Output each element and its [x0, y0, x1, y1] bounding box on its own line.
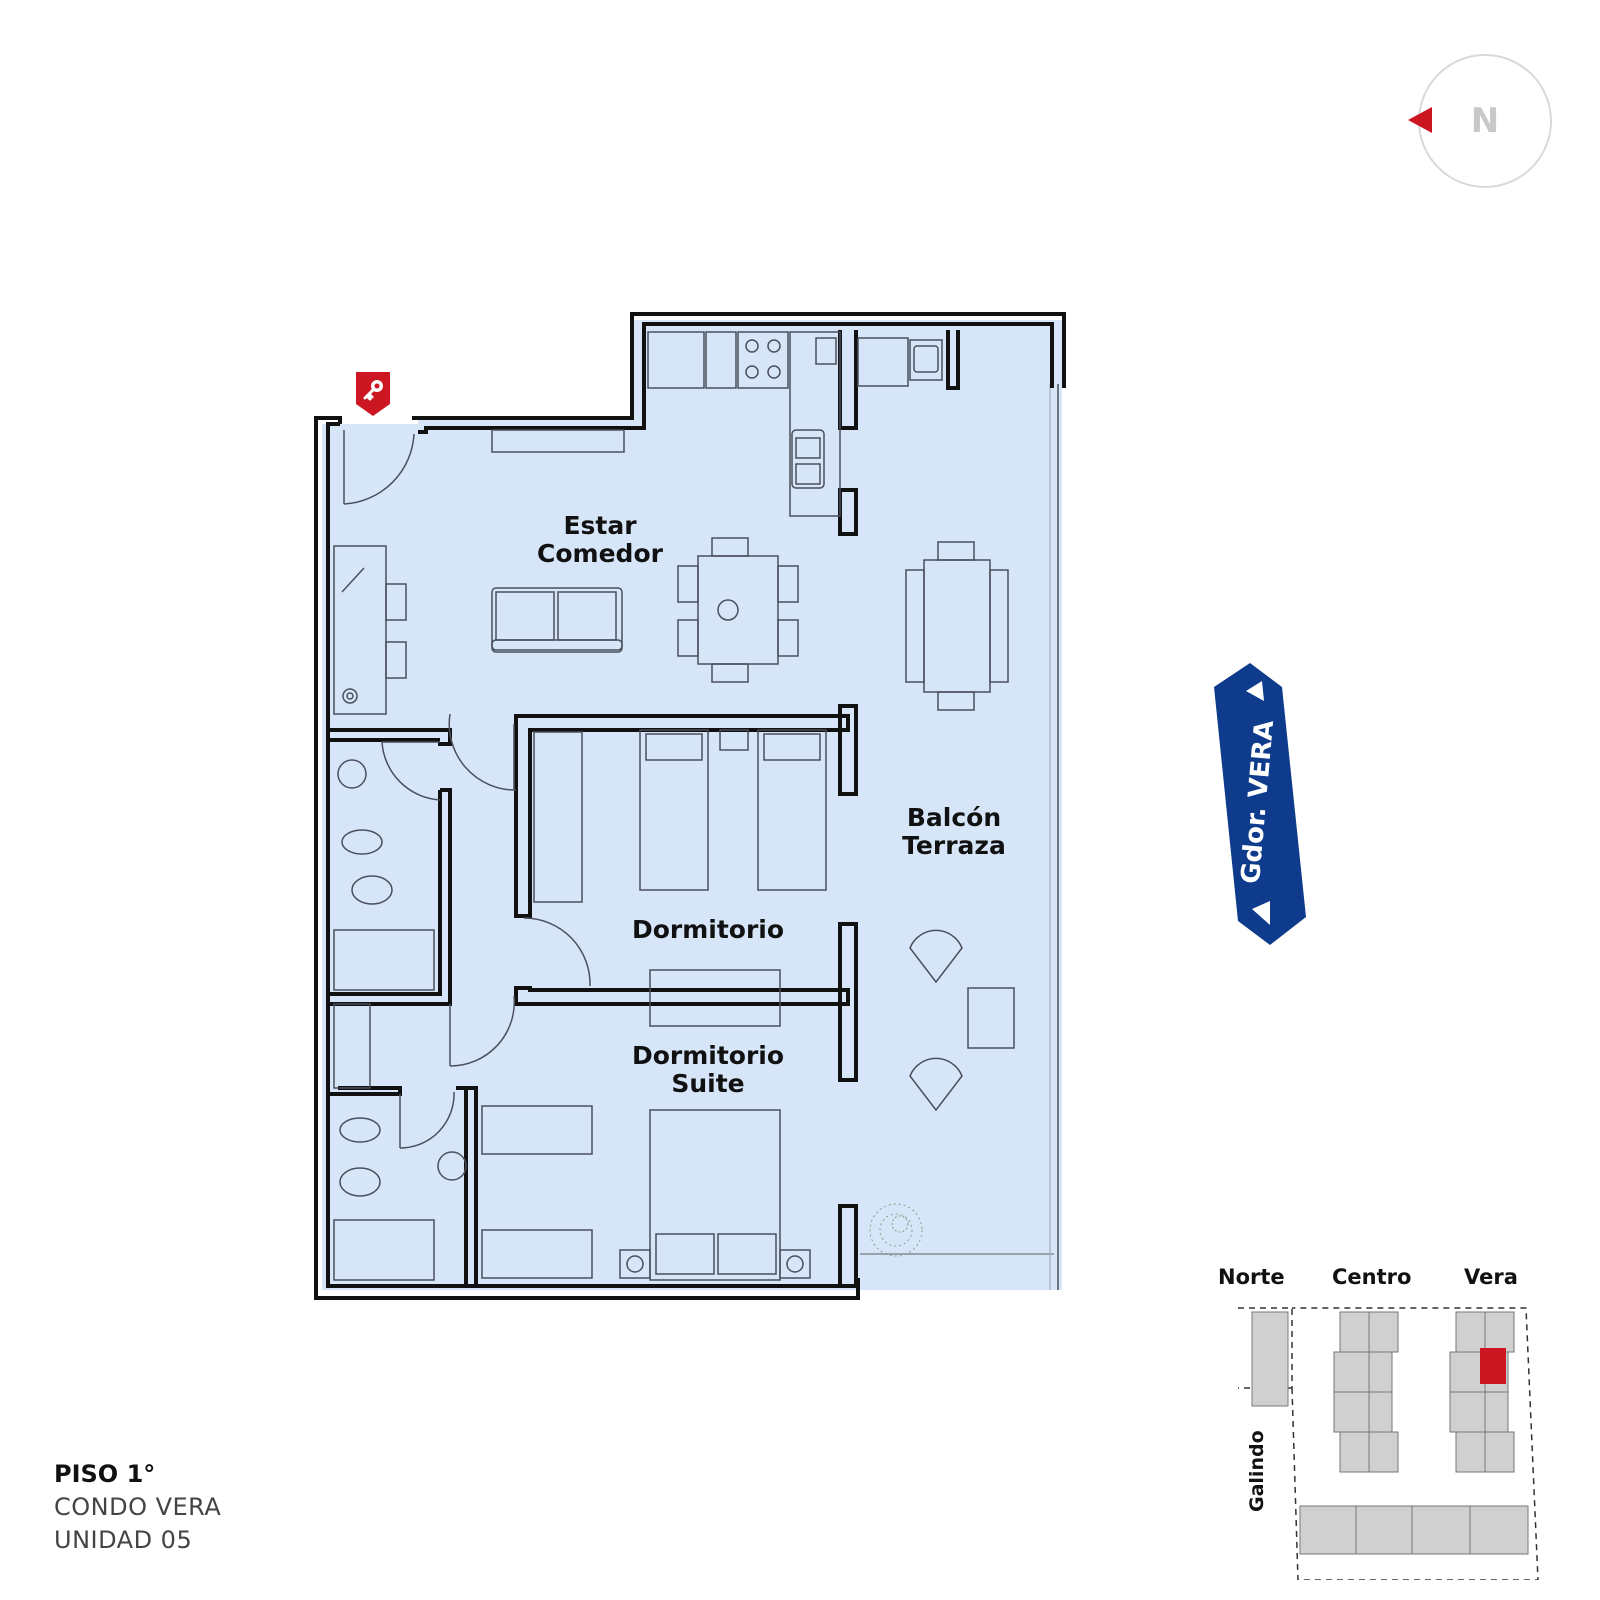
- fixtures: [333, 331, 1015, 1281]
- interior-doors: [381, 713, 591, 1149]
- arrow-down-icon: [1252, 901, 1270, 925]
- plant-icon: [869, 1203, 923, 1257]
- key-map-label-norte: Norte: [1218, 1265, 1285, 1289]
- site-key-map: Norte Centro Vera Galindo: [1218, 1265, 1558, 1580]
- balcony-floor: [852, 320, 1062, 1290]
- room-label-living-2: Comedor: [537, 539, 664, 568]
- room-label-balcony-2: Terraza: [902, 831, 1006, 860]
- building-label: CONDO VERA: [54, 1493, 222, 1521]
- north-arrow-icon: [1408, 107, 1432, 133]
- room-label-living-1: Estar: [563, 511, 637, 540]
- room-label-bedroom: Dormitorio: [632, 915, 784, 944]
- street-sign: Gdor. VERA: [1208, 663, 1308, 945]
- arrow-up-icon: [1246, 681, 1264, 701]
- unit-label: UNIDAD 05: [54, 1526, 193, 1554]
- unit-info: PISO 1° CONDO VERA UNIDAD 05: [54, 1458, 221, 1557]
- unit-highlight: [1480, 1348, 1506, 1384]
- walls: [314, 312, 1066, 1300]
- street-sign-shape: [1214, 663, 1306, 945]
- floor-label: PISO 1°: [54, 1460, 156, 1488]
- room-label-balcony-1: Balcón: [907, 803, 1001, 832]
- compass: N: [1408, 54, 1552, 188]
- compass-label: N: [1470, 101, 1500, 141]
- room-label-suite-1: Dormitorio: [632, 1041, 784, 1070]
- key-map-label-centro: Centro: [1332, 1265, 1412, 1289]
- unit-floor: [322, 320, 852, 1290]
- room-label-suite-2: Suite: [671, 1069, 744, 1098]
- key-map-label-galindo: Galindo: [1246, 1430, 1268, 1512]
- key-map-label-vera: Vera: [1464, 1265, 1518, 1289]
- key-icon: [356, 372, 390, 416]
- entry-door: [343, 430, 415, 505]
